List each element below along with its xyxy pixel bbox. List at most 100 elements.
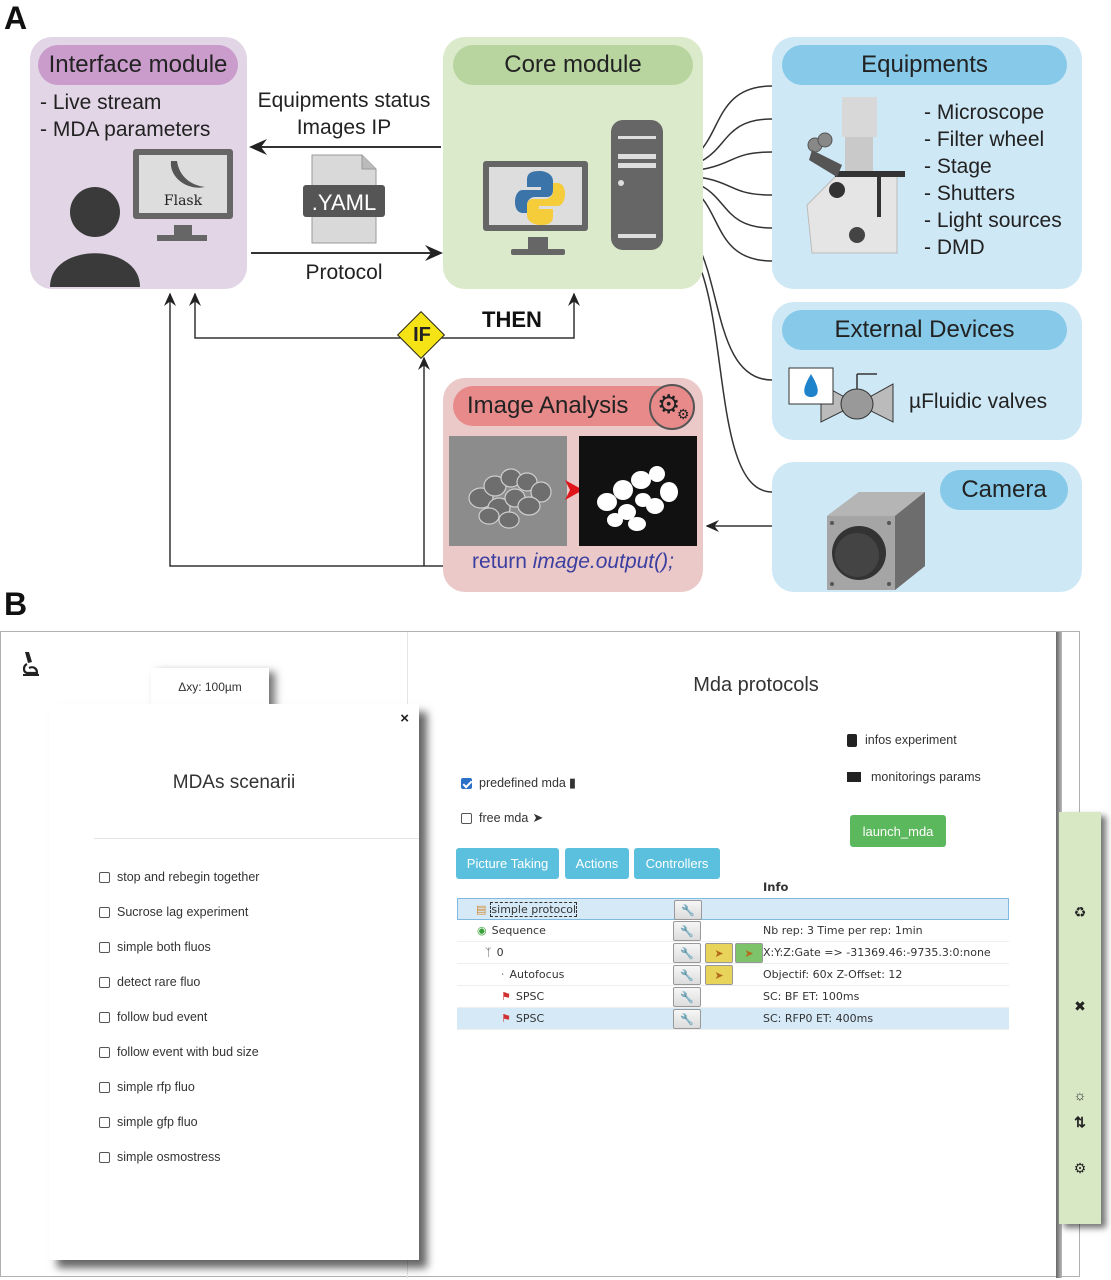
tree-row[interactable]: ⋅Autofocus 🔧➤ Objectif: 60x Z-Offset: 12 (457, 964, 1009, 986)
python-monitor-icon (483, 161, 588, 231)
monitorings-params-label: monitorings params (871, 770, 981, 784)
wrench-icon[interactable]: 🔧 (673, 921, 701, 941)
code-call: image.output(); (532, 550, 674, 573)
predefined-mda-checkbox[interactable] (461, 777, 472, 789)
free-mda-option[interactable]: free mda ➤ (461, 810, 543, 826)
microscope-icon[interactable] (19, 650, 41, 678)
close-icon[interactable]: × (400, 710, 409, 727)
tree-node-label: simple protocol (490, 902, 578, 917)
tree-row-info: SC: BF ET: 100ms (763, 990, 860, 1003)
wrench-icon[interactable]: 🔧 (673, 943, 701, 963)
wrench-icon[interactable]: 🔧 (673, 987, 701, 1007)
tree-row[interactable]: ⚑SPSC 🔧 SC: RFP0 ET: 400ms (457, 1008, 1009, 1030)
scenario-item[interactable]: simple both fluos (99, 940, 211, 954)
tree-node-label: 0 (496, 946, 504, 959)
panel-label-a: A (4, 0, 28, 36)
yaml-label: .YAML (311, 190, 377, 215)
equipment-item: - Microscope (924, 101, 1045, 124)
core-module-title: Core module (453, 45, 693, 85)
image-analysis-module: Image Analysis ⚙ ⚙ return image.output()… (443, 378, 703, 592)
interface-module-title: Interface module (38, 45, 238, 85)
tree-row[interactable]: ▤simple protocol 🔧 (457, 898, 1009, 920)
interface-item: - MDA parameters (40, 118, 211, 141)
lamp-icon[interactable]: ♻ (1073, 904, 1087, 920)
scenario-checkbox[interactable] (99, 1081, 110, 1093)
tree-node[interactable]: ⋅Autofocus (501, 968, 564, 981)
edit-position-icon[interactable]: ➤ (705, 965, 733, 985)
scenario-label: simple both fluos (117, 940, 211, 954)
yaml-file-icon (303, 154, 385, 244)
core-module: Core module (443, 37, 703, 289)
modal-divider (94, 838, 419, 839)
wrench-icon[interactable]: 🔧 (673, 965, 701, 985)
if-label: IF (413, 324, 431, 346)
scenario-checkbox[interactable] (99, 941, 110, 953)
launch-mda-button[interactable]: launch_mda (850, 815, 946, 847)
scenario-item[interactable]: stop and rebegin together (99, 870, 259, 884)
equipments-module: Equipments - Microscope - Filter wheel -… (772, 37, 1082, 289)
tab-picture-taking[interactable]: Picture Taking (456, 848, 559, 879)
scenario-checkbox[interactable] (99, 906, 110, 918)
wrench-icon[interactable]: 🔧 (673, 1009, 701, 1029)
scenario-label: follow bud event (117, 1010, 208, 1024)
document-icon (847, 733, 857, 747)
sliders-icon[interactable]: ⇅ (1074, 1114, 1086, 1130)
edit-position-icon[interactable]: ➤ (705, 943, 733, 963)
microscope-icon (806, 97, 905, 254)
tree-node[interactable]: ⚑SPSC (501, 1012, 544, 1025)
scenario-item[interactable]: follow bud event (99, 1010, 207, 1024)
scenario-checkbox[interactable] (99, 1151, 110, 1163)
scenario-item[interactable]: follow event with bud size (99, 1045, 259, 1059)
segmented-image (579, 436, 697, 546)
network-icon[interactable]: ✖ (1074, 998, 1086, 1014)
scenario-item[interactable]: simple osmostress (99, 1150, 221, 1164)
wrench-icon[interactable]: 🔧 (674, 900, 702, 920)
predefined-mda-label: predefined mda (479, 776, 566, 790)
tree-row[interactable]: ⚑SPSC 🔧 SC: BF ET: 100ms (457, 986, 1009, 1008)
python-logo-icon (515, 171, 565, 225)
fluidic-valves-label: µFluidic valves (909, 390, 1048, 413)
bottle-icon: ▮ (568, 775, 577, 790)
mda-protocols-title: Mda protocols (693, 674, 819, 696)
brightness-icon[interactable]: ☼ (1073, 1087, 1087, 1103)
scenario-checkbox[interactable] (99, 1046, 110, 1058)
scenario-label: follow event with bud size (117, 1045, 259, 1059)
gears-icon[interactable]: ⚙ (1073, 1160, 1087, 1176)
tree-node[interactable]: ▤simple protocol (476, 902, 578, 917)
monitor-neck (174, 225, 192, 237)
interface-module: Interface module - Live stream - MDA par… (30, 37, 247, 289)
free-mda-checkbox[interactable] (461, 812, 472, 824)
monitorings-params-link[interactable]: monitorings params (847, 770, 981, 784)
interface-item: - Live stream (40, 91, 162, 114)
scenario-item[interactable]: simple gfp fluo (99, 1115, 198, 1129)
equipment-item: - Shutters (924, 182, 1016, 205)
scenario-item[interactable]: detect rare fluo (99, 975, 200, 989)
camera-icon (827, 492, 925, 590)
tree-node[interactable]: ⚑SPSC (501, 990, 544, 1003)
arrow-if-to-interface (189, 292, 404, 339)
tree-row-info: SC: RFP0 ET: 400ms (763, 1012, 874, 1025)
add-position-icon[interactable]: ➤ (735, 943, 763, 963)
arrow-output-to-interface (164, 292, 444, 567)
scenario-item[interactable]: simple rfp fluo (99, 1080, 195, 1094)
app-screenshot: Δxy: 100µm × MDAs scenarii stop and rebe… (0, 631, 1101, 1278)
scenario-item[interactable]: Sucrose lag experiment (99, 905, 248, 919)
scenario-checkbox[interactable] (99, 976, 110, 988)
equipment-item: - Stage (924, 155, 992, 178)
tree-node[interactable]: ◉Sequence (477, 924, 546, 937)
tree-header-info: Info (763, 880, 789, 894)
scenario-checkbox[interactable] (99, 1116, 110, 1128)
equipment-item: - DMD (924, 236, 985, 259)
tree-node-label: Sequence (491, 924, 546, 937)
predefined-mda-option[interactable]: predefined mda ▮ (461, 775, 576, 791)
tab-actions[interactable]: Actions (565, 848, 629, 879)
scenario-checkbox[interactable] (99, 871, 110, 883)
scenario-checkbox[interactable] (99, 1011, 110, 1023)
tree-node-label: SPSC (515, 990, 545, 1003)
infos-experiment-link[interactable]: infos experiment (847, 733, 957, 747)
tab-controllers[interactable]: Controllers (634, 848, 720, 879)
tree-row-info: Objectif: 60x Z-Offset: 12 (763, 968, 903, 981)
tree-row[interactable]: ◉Sequence🔧Nb rep: 3 Time per rep: 1min (457, 920, 1009, 942)
